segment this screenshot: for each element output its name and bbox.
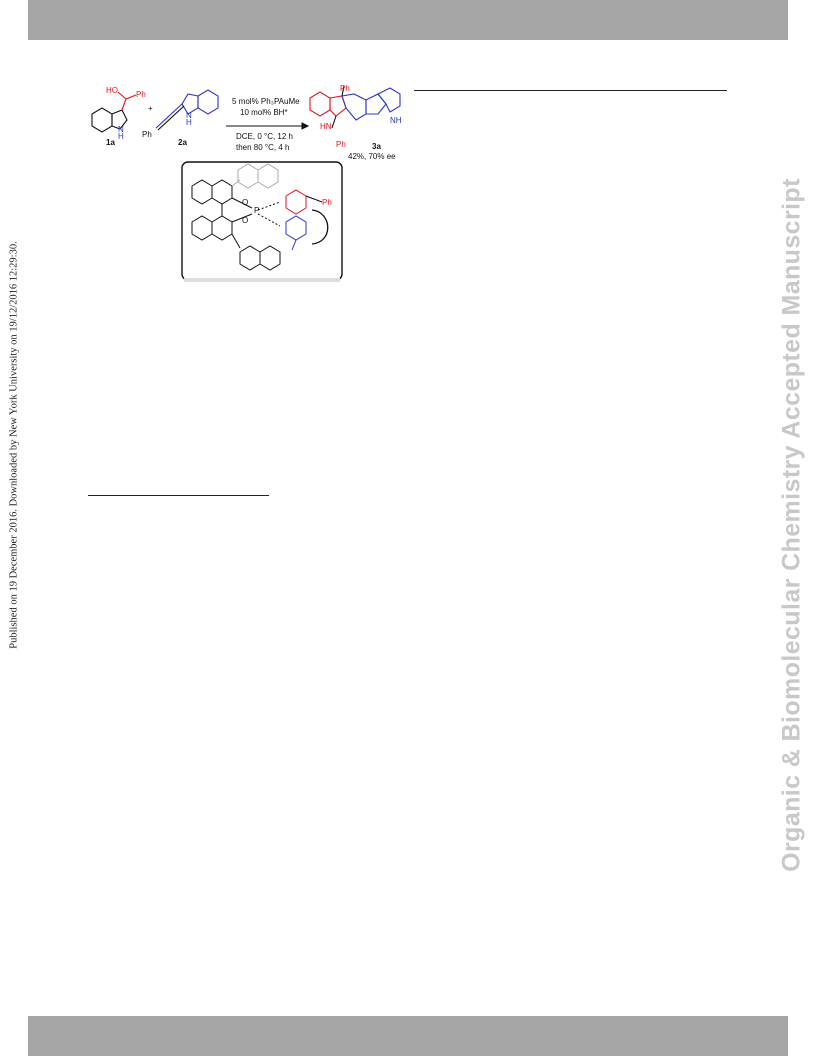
yield-ee: 42%, 70% ee: [348, 152, 396, 161]
journal-watermark: Organic & Biomolecular Chemistry Accepte…: [777, 178, 806, 872]
atom-HO: HO: [106, 86, 118, 95]
atom-NH-3a: NH: [390, 116, 402, 125]
ts-oxygen-1: O: [242, 198, 249, 207]
compound-3a-structure: [309, 85, 401, 129]
atom-Ph-3a-top: Ph: [340, 84, 350, 93]
atom-Ph-3a-bottom: Ph: [336, 140, 346, 149]
transition-state-box: [181, 161, 343, 282]
atom-Ph-1a: Ph: [136, 90, 146, 99]
atom-HN-3a: HN: [320, 122, 332, 131]
header-band: [28, 0, 788, 40]
atom-NH-2a: N H: [186, 111, 192, 127]
ts-oxygen-2: O: [242, 216, 249, 225]
atom-Ph-2a: Ph: [142, 130, 152, 139]
ts-Ph: Ph: [322, 198, 332, 207]
ts-phosphorus: P: [254, 206, 260, 215]
footnote-rule: [88, 495, 269, 496]
conditions-line-3: DCE, 0 °C, 12 h: [236, 132, 293, 141]
label-1a: 1a: [106, 138, 115, 147]
reaction-scheme: 5 mol% Ph₃PAuMe 10 mol% BH* DCE, 0 °C, 1…: [80, 82, 410, 292]
section-rule-top: [414, 90, 727, 91]
conditions-line-1: 5 mol% Ph₃PAuMe: [232, 97, 300, 106]
compound-2a-structure: [155, 89, 219, 131]
compound-1a-structure: [91, 91, 137, 133]
conditions-line-4: then 80 °C, 4 h: [236, 143, 290, 152]
atom-NH-1a: N H: [118, 125, 124, 141]
conditions-line-2: 10 mol% BH*: [240, 108, 288, 117]
label-3a: 3a: [372, 142, 381, 151]
reaction-arrow: [226, 122, 310, 130]
plus-sign: +: [148, 104, 153, 113]
label-2a: 2a: [178, 138, 187, 147]
publication-note: Published on 19 December 2016. Downloade…: [8, 241, 20, 649]
footer-band: [28, 1016, 788, 1056]
scheme-drawing: [91, 85, 401, 282]
